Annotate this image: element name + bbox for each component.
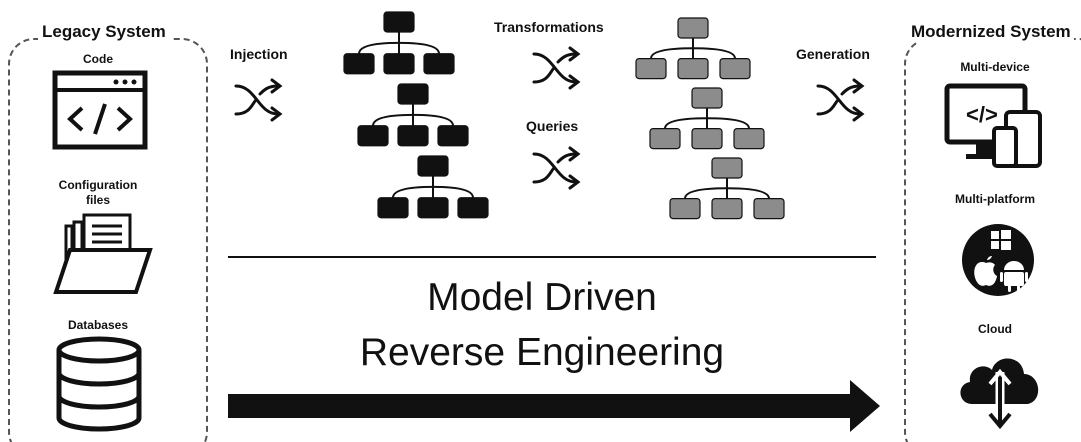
tree-edge xyxy=(664,117,708,129)
shuffle-arrowhead xyxy=(852,78,865,94)
transformations-label: Transformations xyxy=(494,19,604,35)
tree-node xyxy=(719,57,751,80)
tree-node xyxy=(417,197,449,219)
tree-node xyxy=(417,155,449,177)
tree-node xyxy=(649,127,681,150)
folder-files-icon xyxy=(52,212,154,296)
shuffle-curve xyxy=(532,52,578,84)
shuffle-arrowhead xyxy=(568,146,581,162)
tree-node xyxy=(733,127,765,150)
shuffle-curve xyxy=(234,84,280,116)
main-label-line1: Model Driven xyxy=(427,276,657,319)
tree-node xyxy=(383,11,415,33)
tree-edge xyxy=(650,47,694,59)
tree-edge xyxy=(726,187,770,199)
tree-edge xyxy=(684,187,728,199)
shuffle-curve xyxy=(532,152,578,184)
queries-label: Queries xyxy=(526,118,579,134)
modernized-system-title: Modernized System xyxy=(908,22,1074,42)
transformations-shuffle-icon xyxy=(532,46,581,90)
tree-node xyxy=(397,125,429,147)
cloud-label: Cloud xyxy=(978,322,1012,336)
config-files-label-text: Configuration files xyxy=(58,178,138,207)
main-label-line2: Reverse Engineering xyxy=(359,331,725,374)
config-files-label: Configuration files xyxy=(48,178,148,208)
shuffle-arrowhead xyxy=(270,78,283,94)
tree-node xyxy=(711,157,743,179)
tree-node xyxy=(691,127,723,150)
cloud-sync-icon xyxy=(952,342,1048,432)
queries-shuffle-icon xyxy=(532,146,581,190)
injection-label: Injection xyxy=(230,46,288,62)
generation-label: Generation xyxy=(796,46,870,62)
shuffle-arrowhead xyxy=(568,174,581,190)
shuffle-arrowhead xyxy=(568,46,581,62)
process-arrow-icon xyxy=(228,380,880,432)
tree-node xyxy=(437,125,469,147)
tree-node xyxy=(357,125,389,147)
separator-line xyxy=(228,256,876,258)
tree-edge xyxy=(392,185,434,198)
tree-node xyxy=(383,53,415,75)
tree-node xyxy=(691,87,723,109)
multi-device-icon: </> xyxy=(944,82,1048,172)
tree-edge xyxy=(398,41,440,54)
tree-node xyxy=(635,57,667,80)
tree-node xyxy=(669,198,701,220)
multi-device-label: Multi-device xyxy=(960,60,1030,74)
tree-edge xyxy=(372,113,414,126)
tree-edge xyxy=(692,47,736,59)
tree-node xyxy=(423,53,455,75)
tree-edge xyxy=(412,113,454,126)
tree-edge xyxy=(432,185,474,198)
legacy-system-title: Legacy System xyxy=(38,22,170,42)
shuffle-arrowhead xyxy=(568,74,581,90)
tree-node xyxy=(753,198,785,220)
tree-node xyxy=(377,197,409,219)
code-label: Code xyxy=(83,52,113,66)
tree-node xyxy=(457,197,489,219)
code-window-icon xyxy=(52,70,148,150)
tree-node xyxy=(397,83,429,105)
databases-label: Databases xyxy=(67,318,129,332)
database-icon xyxy=(55,336,143,432)
tree-edge xyxy=(706,117,750,129)
tree-node xyxy=(677,57,709,80)
shuffle-arrowhead xyxy=(270,106,283,122)
tree-node xyxy=(343,53,375,75)
target-model-tree xyxy=(635,17,785,220)
platform-logos-icon xyxy=(960,222,1036,298)
injection-shuffle-icon xyxy=(234,78,283,122)
tree-node xyxy=(711,198,743,220)
tree-node xyxy=(677,17,709,39)
generation-shuffle-icon xyxy=(816,78,865,122)
shuffle-arrowhead xyxy=(852,106,865,122)
svg-text:</>: </> xyxy=(966,102,998,127)
multi-platform-label: Multi-platform xyxy=(955,192,1035,206)
source-model-tree xyxy=(343,11,489,219)
tree-edge xyxy=(358,41,400,54)
shuffle-curve xyxy=(816,84,862,116)
